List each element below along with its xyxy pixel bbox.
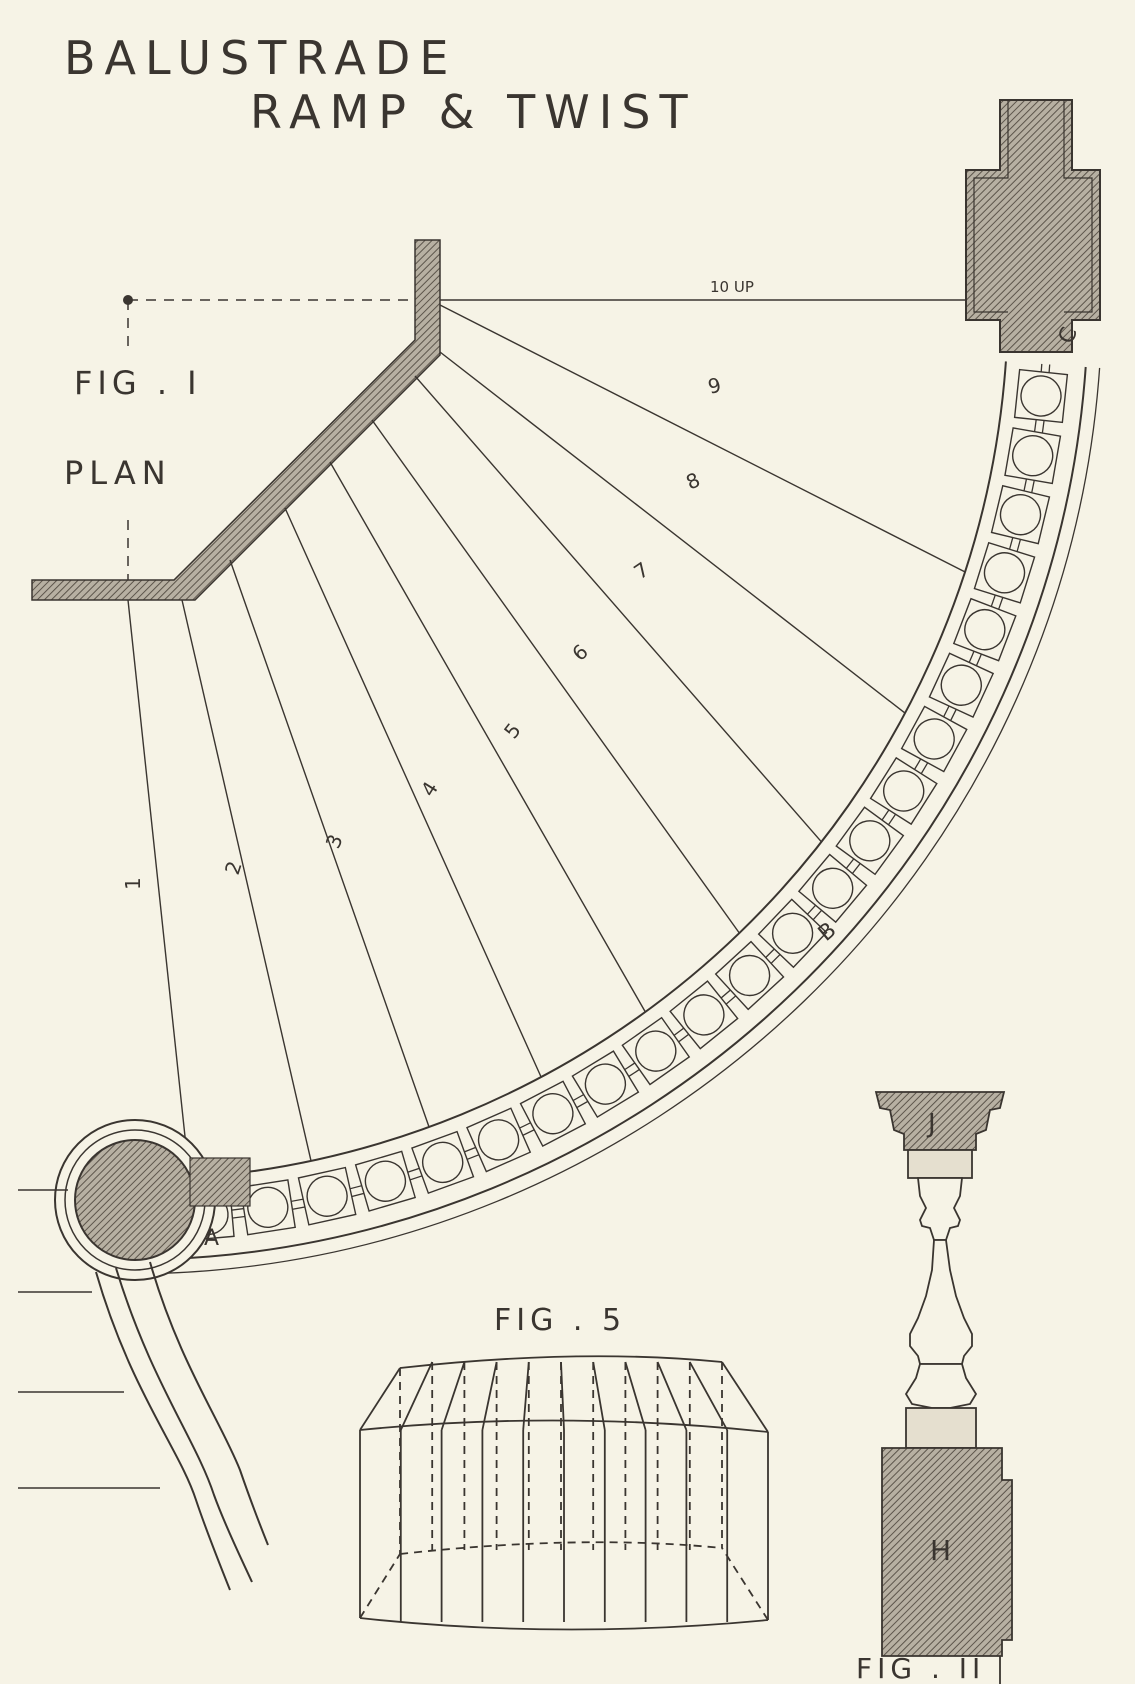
title-line-1: BALUSTRADE: [64, 31, 457, 85]
fig1-subcaption: PLAN: [64, 454, 172, 492]
lower-rail: [95, 1261, 269, 1591]
rail-edge: [161, 366, 1087, 1261]
step-line: [127, 599, 191, 1178]
step-line: [181, 599, 312, 1161]
fig5-joint: [440, 1361, 466, 1431]
baluster: [869, 756, 938, 826]
step-label: 8: [682, 467, 703, 494]
stair-steps: [127, 299, 966, 1178]
lower-step-lines: [18, 1189, 160, 1489]
center-lines: [127, 299, 440, 590]
rail-edge: [161, 367, 1101, 1275]
step-label: 6: [567, 639, 593, 665]
step-line: [229, 559, 430, 1128]
fig5-joint: [522, 1361, 530, 1431]
fig5-joint: [399, 1361, 434, 1431]
fig1-caption: FIG . I: [74, 364, 202, 402]
step-label: 7: [629, 557, 653, 584]
step-line: [439, 304, 966, 573]
fig5-joint: [481, 1361, 498, 1431]
fig5-caption: FIG . 5: [494, 1303, 626, 1338]
fig11-baluster: [874, 1091, 1013, 1684]
step-line: [371, 419, 740, 934]
fig5-block: [359, 1355, 769, 1631]
baluster: [928, 652, 995, 718]
baluster: [239, 1179, 296, 1236]
baluster: [973, 541, 1036, 604]
step-label: 9: [705, 372, 723, 398]
fig5-joint: [689, 1361, 728, 1431]
fig5-joint: [592, 1361, 606, 1431]
fig11-label-j: J: [926, 1109, 936, 1139]
fig11-caption: FIG . II: [856, 1652, 985, 1684]
baluster: [900, 705, 968, 773]
baluster: [990, 484, 1051, 545]
step-label: 10 UP: [710, 278, 754, 296]
upper-newel: [965, 99, 1101, 353]
title-line-2: RAMP & TWIST: [250, 85, 697, 139]
baluster: [571, 1050, 640, 1119]
lower-newel: [54, 1119, 251, 1281]
baluster: [835, 806, 905, 876]
fig5-joint: [624, 1361, 647, 1431]
step-label: 5: [499, 718, 526, 743]
baluster: [466, 1107, 532, 1173]
baluster: [714, 940, 785, 1011]
baluster: [354, 1150, 417, 1212]
step-label: 3: [321, 831, 348, 852]
baluster: [952, 597, 1017, 662]
baluster: [669, 980, 739, 1050]
fig5-joint: [656, 1361, 688, 1431]
baluster: [411, 1130, 475, 1195]
step-line: [414, 375, 822, 843]
baluster: [1004, 427, 1062, 485]
point-label-a: A: [204, 1226, 219, 1251]
baluster: [519, 1080, 587, 1148]
wall-outline: [31, 239, 441, 601]
step-line: [439, 351, 906, 714]
baluster: [757, 898, 828, 969]
step-line: [329, 461, 646, 1013]
step-label: 1: [121, 877, 145, 890]
baluster: [621, 1016, 691, 1086]
walls: [31, 239, 441, 601]
step-label: 4: [416, 777, 443, 801]
baluster: [1013, 368, 1069, 424]
fig11-label-h: H: [930, 1534, 951, 1567]
step-line: [284, 507, 542, 1078]
baluster: [797, 853, 868, 924]
fig5-joint: [560, 1361, 565, 1431]
baluster: [297, 1166, 357, 1226]
center-point: [123, 295, 133, 305]
